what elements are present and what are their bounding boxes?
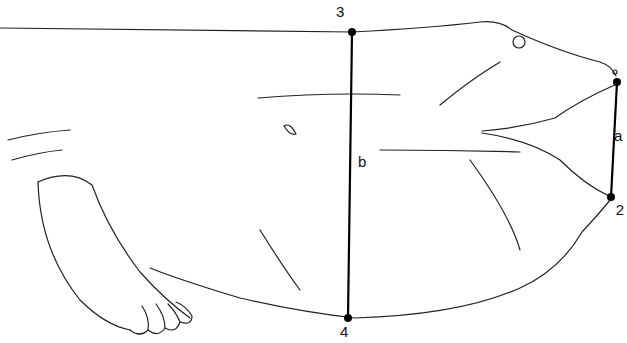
chin-belly-outline <box>150 199 611 318</box>
forelimb <box>38 182 130 330</box>
forelimb <box>38 176 190 318</box>
back-outline <box>0 22 616 76</box>
dimension-letter: a <box>614 128 622 143</box>
claw <box>130 306 148 334</box>
point-number: 2 <box>616 202 624 217</box>
claw <box>148 304 165 334</box>
fur-line <box>8 130 70 140</box>
landmark-dot <box>613 78 621 86</box>
landmark-dot <box>348 28 356 36</box>
wrinkle <box>470 160 520 250</box>
landmark-dot <box>344 314 352 322</box>
ear-mark <box>284 125 296 134</box>
upper-lip <box>482 84 617 131</box>
wrinkle <box>258 94 400 98</box>
dimension-letter: b <box>358 154 366 169</box>
wrinkle <box>380 150 520 152</box>
point-number: 3 <box>336 4 344 19</box>
wrinkle <box>260 230 300 290</box>
fur-line <box>12 150 62 160</box>
eye <box>513 36 525 48</box>
lower-lip <box>482 133 609 196</box>
face-line <box>440 62 500 105</box>
landmark-dot <box>607 193 615 201</box>
point-number: 4 <box>340 324 348 339</box>
claw <box>176 302 192 323</box>
measure-line-b <box>348 32 352 318</box>
claw <box>165 304 180 330</box>
nostril <box>613 70 617 74</box>
